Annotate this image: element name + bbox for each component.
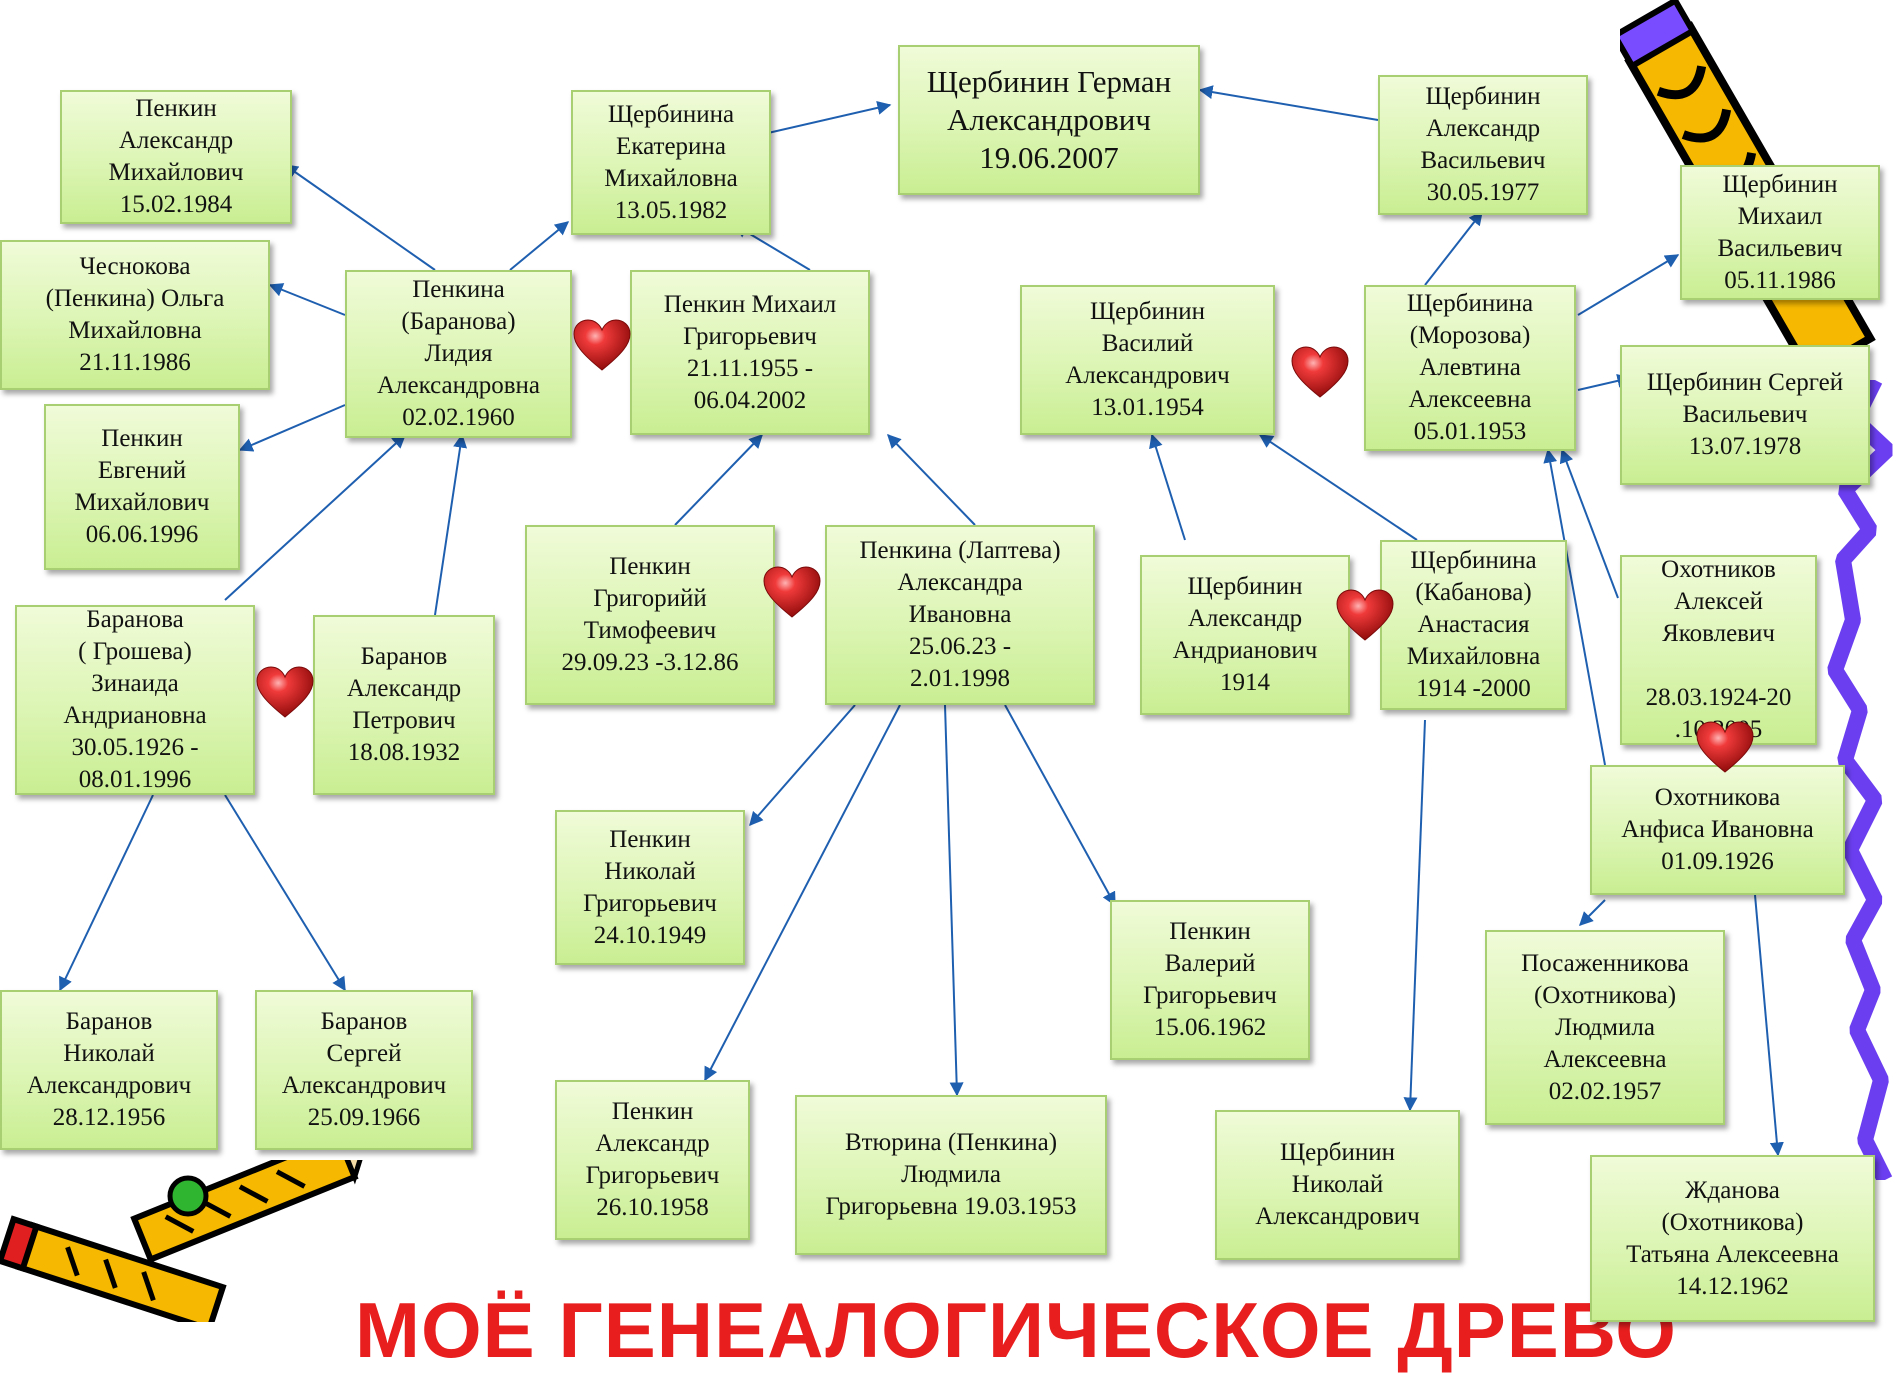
person-evgeniy: Пенкин Евгений Михайлович 06.06.1996 xyxy=(44,404,240,570)
connector-arrow xyxy=(1754,894,1784,1157)
person-alexandra: Пенкина (Лаптева) Александра Ивановна 25… xyxy=(825,525,1095,705)
person-vasiliy: Щербинин Василий Александрович 13.01.195… xyxy=(1020,285,1275,435)
person-nikolay-shcherbinin: Щербинин Николай Александрович xyxy=(1215,1110,1460,1260)
heart-icon xyxy=(1336,589,1394,641)
person-ekaterina: Щербинина Екатерина Михайловна 13.05.198… xyxy=(571,90,771,235)
person-lidia: Пенкина (Баранова) Лидия Александровна 0… xyxy=(345,270,572,438)
connector-arrow xyxy=(434,433,468,616)
connector-arrow xyxy=(238,404,346,452)
person-alevtina: Щербинина (Морозова) Алевтина Алексеевна… xyxy=(1364,285,1576,451)
connector-arrow xyxy=(704,704,901,1082)
person-aleksandr-grigorievich: Пенкин Александр Григорьевич 26.10.1958 xyxy=(555,1080,750,1240)
person-okhotnikov: Охотников Алексей Яковлевич 28.03.1924-2… xyxy=(1620,555,1817,745)
connector-arrow xyxy=(1258,434,1418,541)
heart-icon xyxy=(256,666,314,718)
connector-arrow xyxy=(59,794,154,992)
connector-arrow xyxy=(749,704,856,827)
heart-icon xyxy=(763,566,821,618)
person-aleksandr-andrianovich: Щербинин Александр Андрианович 1914 xyxy=(1140,555,1350,715)
person-german: Щербинин Герман Александрович 19.06.2007 xyxy=(898,45,1200,195)
person-penkin-aleksandr-mikhailovich: Пенкин Александр Михайлович 15.02.1984 xyxy=(60,90,292,224)
person-mikhail-vasilievich: Щербинин Михаил Васильевич 05.11.1986 xyxy=(1680,165,1880,300)
person-sergey-vasilievich: Щербинин Сергей Васильевич 13.07.1978 xyxy=(1620,345,1870,485)
connector-arrow xyxy=(887,433,976,526)
connector-arrow xyxy=(1424,210,1483,286)
person-anastasia: Щербинина (Кабанова) Анастасия Михайловн… xyxy=(1380,540,1567,710)
person-vtyurina: Втюрина (Пенкина) Людмила Григорьевна 19… xyxy=(795,1095,1107,1255)
connector-arrow xyxy=(224,434,407,601)
connector-arrow xyxy=(1198,85,1379,121)
person-valeriy: Пенкин Валерий Григорьевич 15.06.1962 xyxy=(1110,900,1310,1060)
connector-arrow xyxy=(1543,448,1606,766)
connector-arrow xyxy=(509,221,570,271)
connector-arrow xyxy=(1577,254,1680,316)
person-grigoriy: Пенкин Григорийй Тимофеевич 29.09.23 -3.… xyxy=(525,525,775,705)
person-chesnokova-olga: Чеснокова (Пенкина) Ольга Михайловна 21.… xyxy=(0,240,270,390)
connector-arrow xyxy=(1004,704,1116,907)
connector-arrow xyxy=(1403,719,1426,1112)
heart-icon xyxy=(1696,721,1754,773)
person-baranov-aleksandr: Баранов Александр Петрович 18.08.1932 xyxy=(313,615,495,795)
connector-arrow xyxy=(268,283,346,316)
person-mikhail-grigorievich: Пенкин Михаил Григорьевич 21.11.1955 - 0… xyxy=(630,270,870,435)
person-posazhennikova: Посаженникова (Охотникова) Людмила Алекс… xyxy=(1485,930,1725,1125)
person-anfisa: Охотникова Анфиса Ивановна 01.09.1926 xyxy=(1590,765,1845,895)
connector-arrow xyxy=(283,164,436,271)
person-zhdanova: Жданова (Охотникова) Татьяна Алексеевна … xyxy=(1590,1155,1875,1322)
connector-arrow xyxy=(767,100,892,134)
connector-arrow xyxy=(224,794,346,992)
pencils-icon-bottom-left xyxy=(0,1160,367,1322)
connector-arrow xyxy=(1559,448,1619,599)
connector-arrow xyxy=(1149,433,1186,541)
person-zinaida: Баранова ( Грошева) Зинаида Андриановна … xyxy=(15,605,255,795)
squiggle-decoration xyxy=(1827,380,1893,1180)
person-baranov-sergey: Баранов Сергей Александрович 25.09.1966 xyxy=(255,990,473,1150)
connector-arrow xyxy=(1579,899,1606,926)
connector-arrow xyxy=(944,704,964,1097)
heart-icon xyxy=(573,319,631,371)
heart-icon xyxy=(1291,346,1349,398)
person-baranov-nikolay: Баранов Николай Александрович 28.12.1956 xyxy=(0,990,218,1150)
person-nikolay-grigorievich: Пенкин Николай Григорьевич 24.10.1949 xyxy=(555,810,745,965)
connector-arrow xyxy=(674,433,763,526)
person-aleksandr-vasilievich: Щербинин Александр Васильевич 30.05.1977 xyxy=(1378,75,1588,215)
page-title: МОЁ ГЕНЕАЛОГИЧЕСКОЕ ДРЕВО xyxy=(355,1286,1677,1374)
